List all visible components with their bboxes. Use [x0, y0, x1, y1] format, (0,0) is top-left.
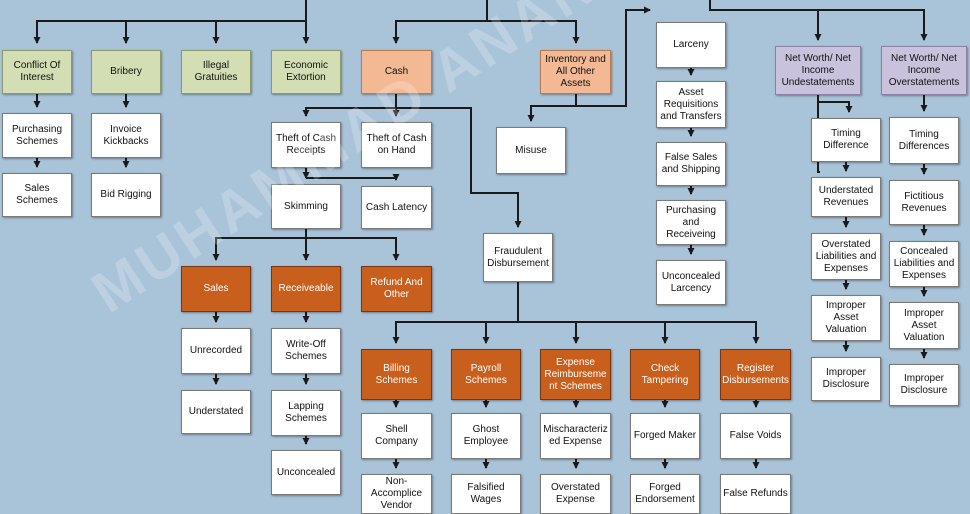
node-fictitious-revenues: Fictitious Revenues: [889, 180, 959, 225]
node-receivable: Receiveable: [271, 266, 341, 312]
node-non-accomplice-vendor: Non-Accomplice Vendor: [361, 474, 432, 514]
node-billing-schemes: Billing Schemes: [361, 349, 432, 400]
node-register-disbursements: Register Disbursements: [720, 349, 791, 400]
node-net-worth-overstatements: Net Worth/ Net Income Overstatements: [881, 46, 967, 95]
node-payroll-schemes: Payroll Schemes: [451, 349, 521, 400]
node-theft-of-cash-on-hand: Theft of Cash on Hand: [361, 122, 432, 168]
node-check-tampering: Check Tampering: [630, 349, 700, 400]
node-timing-differences: Timing Differences: [889, 117, 959, 164]
node-bid-rigging: Bid Rigging: [91, 173, 161, 217]
node-purchasing-and-receiving: Purchasing and Receiveing: [656, 200, 726, 245]
node-inventory-and-other-assets: Inventory and All Other Assets: [540, 50, 611, 94]
node-forged-maker: Forged Maker: [630, 413, 700, 459]
node-shell-company: Shell Company: [361, 413, 432, 459]
node-lapping-schemes: Lapping Schemes: [271, 390, 341, 436]
node-bribery: Bribery: [91, 50, 161, 94]
node-improper-asset-valuation-o: Improper Asset Valuation: [889, 302, 959, 349]
node-net-worth-understatements: Net Worth/ Net Income Undestatements: [775, 46, 861, 95]
node-expense-reimbursement-schemes: Expense Reimburseme nt Schemes: [540, 349, 611, 400]
node-false-voids: False Voids: [720, 413, 791, 459]
node-asset-requisitions: Asset Requisitions and Transfers: [656, 81, 726, 128]
node-false-sales-and-shipping: False Sales and Shipping: [656, 142, 726, 186]
node-economic-extortion: Economic Extortion: [271, 50, 341, 94]
node-understated: Understated: [181, 390, 251, 434]
node-forged-endorsement: Forged Endorsement: [630, 474, 700, 514]
node-unconcealed: Unconcealed: [271, 450, 341, 495]
node-improper-asset-valuation-u: Improper Asset Valuation: [811, 295, 881, 341]
node-overstated-expense: Overstated Expense: [540, 474, 611, 514]
node-understated-revenues: Understated Revenues: [811, 177, 881, 217]
node-improper-disclosure-u: Improper Disclosure: [811, 357, 881, 401]
node-ghost-employee: Ghost Employee: [451, 413, 521, 459]
node-mischaracterized-expense: Mischaracteriz ed Expense: [540, 413, 611, 459]
node-unconcealed-larceny: Unconcealed Larcency: [656, 260, 726, 305]
node-purchasing-schemes: Purchasing Schemes: [2, 113, 72, 158]
node-fraudulent-disbursement: Fraudulent Disbursement: [483, 233, 553, 282]
node-refund-and-other: Refund And Other: [361, 266, 432, 312]
node-sales: Sales: [181, 266, 251, 312]
node-illegal-gratuities: Illegal Gratuities: [181, 50, 251, 94]
node-cash: Cash: [361, 50, 432, 94]
node-conflict-of-interest: Conflict Of Interest: [2, 50, 72, 94]
node-write-off-schemes: Write-Off Schemes: [271, 328, 341, 374]
node-cash-latency: Cash Latency: [361, 186, 432, 229]
node-concealed-liabilities: Concealed Liabilities and Expenses: [889, 241, 959, 287]
node-theft-of-cash-receipts: Theft of Cash Receipts: [271, 122, 341, 168]
node-invoice-kickbacks: Invoice Kickbacks: [91, 113, 161, 158]
node-false-refunds: False Refunds: [720, 474, 791, 514]
node-skimming: Skimming: [271, 184, 341, 229]
node-sales-schemes: Sales Schemes: [2, 173, 72, 217]
node-unrecorded: Unrecorded: [181, 328, 251, 374]
node-misuse: Misuse: [496, 127, 566, 174]
node-improper-disclosure-o: Improper Disclosure: [889, 364, 959, 406]
node-larceny: Larceny: [656, 22, 726, 68]
node-falsified-wages: Falsified Wages: [451, 474, 521, 514]
node-timing-difference: Timing Difference: [811, 118, 881, 162]
node-overstated-liabilities: Overstated Liabilities and Expenses: [811, 233, 881, 280]
